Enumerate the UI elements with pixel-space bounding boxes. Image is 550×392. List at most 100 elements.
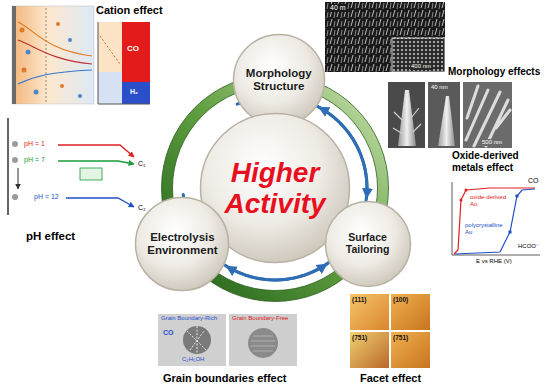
illustration-part: [20, 28, 25, 33]
illustration-part: [12, 6, 94, 104]
effect-title: Oxide-derived metals effect: [452, 150, 542, 173]
illustration-part: [60, 84, 64, 88]
product-label: C₂H₅OH: [182, 356, 204, 363]
axis-label: E vs RHE (V): [476, 258, 512, 265]
illustration-part: [12, 141, 18, 147]
effect-title: Facet effect: [360, 372, 421, 385]
tem-images: [158, 314, 297, 366]
product-label: C₁: [138, 160, 145, 168]
circle-body: Electrolysis Environment: [134, 196, 230, 292]
image-caption: Grain Boundary-Free: [232, 315, 288, 322]
illustration-part: [452, 182, 453, 255]
efficiency-chart: [452, 182, 540, 255]
illustration-part: [78, 94, 82, 98]
illustration-part: [392, 38, 445, 72]
facet-index: (111): [352, 296, 366, 303]
illustration-part: [122, 82, 150, 104]
circle-label: Electrolysis Environment: [142, 231, 222, 257]
illustration-part: [56, 22, 60, 26]
illustration-part: [18, 70, 92, 84]
circle-label: Morphology Structure: [240, 67, 318, 93]
factor-circle: Electrolysis Environment: [134, 196, 230, 292]
scale-bar-label: 40 nm: [430, 84, 449, 91]
effect-title: Grain boundaries effect: [163, 372, 286, 385]
illustration-part: [428, 82, 460, 148]
illustration-part: [452, 255, 540, 256]
scale-bar-label: 40 m: [329, 4, 347, 12]
illustration-part: [80, 168, 102, 180]
illustration-part: [18, 168, 19, 189]
text-group: Electrolysis Environment: [142, 231, 222, 257]
illustration-part: [46, 8, 47, 102]
effect-title: Cation effect: [96, 4, 163, 17]
illustration-part: [18, 40, 92, 64]
illustration-part: [391, 332, 430, 368]
illustration-part: [12, 194, 18, 200]
curve-label: polycrystalline Au: [465, 222, 509, 236]
facet-index: (751): [393, 334, 408, 341]
scale-bar-label: 400 nm: [410, 63, 432, 70]
illustration-part: [98, 22, 99, 104]
circle-body: Surface Tailoring: [324, 200, 412, 288]
text-group: Surface Tailoring: [331, 232, 405, 256]
image-caption: Grain Boundary-Rich: [161, 315, 217, 322]
facet-index: (100): [393, 296, 408, 303]
illustration-part: [183, 326, 211, 354]
bar-label: CO: [127, 44, 139, 53]
illustration-part: [22, 68, 27, 73]
illustration-part: [463, 82, 512, 148]
product-label: CO: [163, 329, 174, 337]
ph-scheme: [8, 118, 134, 215]
illustration-part: [100, 36, 120, 64]
curve-label: CO: [528, 177, 539, 185]
bar-label: H₂: [130, 88, 138, 96]
illustration-part: [350, 332, 389, 368]
factor-circle: Surface Tailoring: [324, 200, 412, 288]
illustration-part: [229, 314, 297, 366]
illustration-part: [98, 104, 150, 105]
illustration-part: [516, 195, 519, 198]
effect-title: pH effect: [26, 230, 75, 243]
curve-label: oxide-derived Au: [470, 194, 512, 208]
cation-chart: [98, 22, 150, 104]
ph-label: pH = 1: [24, 140, 45, 148]
scale-bar-label: 500 nm: [481, 139, 503, 146]
illustration-part: [509, 231, 512, 234]
illustration-part: [12, 157, 18, 163]
circle-label: Surface Tailoring: [331, 232, 405, 256]
illustration-part: [460, 199, 463, 202]
ph-label: pH = 7: [24, 156, 45, 164]
curve-label: HCOO⁻: [518, 243, 539, 250]
text-group: Higher Activity: [212, 157, 338, 220]
illustration-part: [251, 336, 275, 351]
facet-images: [350, 294, 430, 368]
cation-schematic: [12, 6, 94, 104]
illustration-part: [158, 314, 226, 366]
illustration-part: [187, 326, 206, 354]
effect-title: Morphology effects: [448, 66, 540, 78]
illustration-part: [34, 90, 39, 95]
illustration-part: [465, 189, 468, 192]
circle-fill: [325, 201, 410, 286]
circle-label: Higher Activity: [212, 157, 338, 220]
illustration-part: [98, 22, 150, 104]
ph-label: pH = 12: [34, 193, 59, 201]
facet-index: (751): [352, 334, 367, 341]
illustration-part: [58, 145, 134, 157]
illustration-part: [12, 6, 16, 104]
sem-image-top: [325, 2, 445, 72]
illustration-part: [122, 22, 150, 82]
illustration-part: [248, 328, 278, 358]
text-group: Morphology Structure: [240, 67, 318, 93]
sem-images-row: [388, 82, 512, 148]
illustration-part: [7, 118, 9, 215]
illustration-part: [98, 72, 122, 104]
circle-fill: [136, 197, 229, 290]
illustration-part: [350, 294, 389, 330]
illustration-part: [438, 96, 455, 146]
product-label: C₂: [138, 204, 146, 212]
illustration-part: [466, 86, 510, 146]
illustration-part: [68, 38, 72, 42]
circle-fill: [233, 35, 324, 126]
